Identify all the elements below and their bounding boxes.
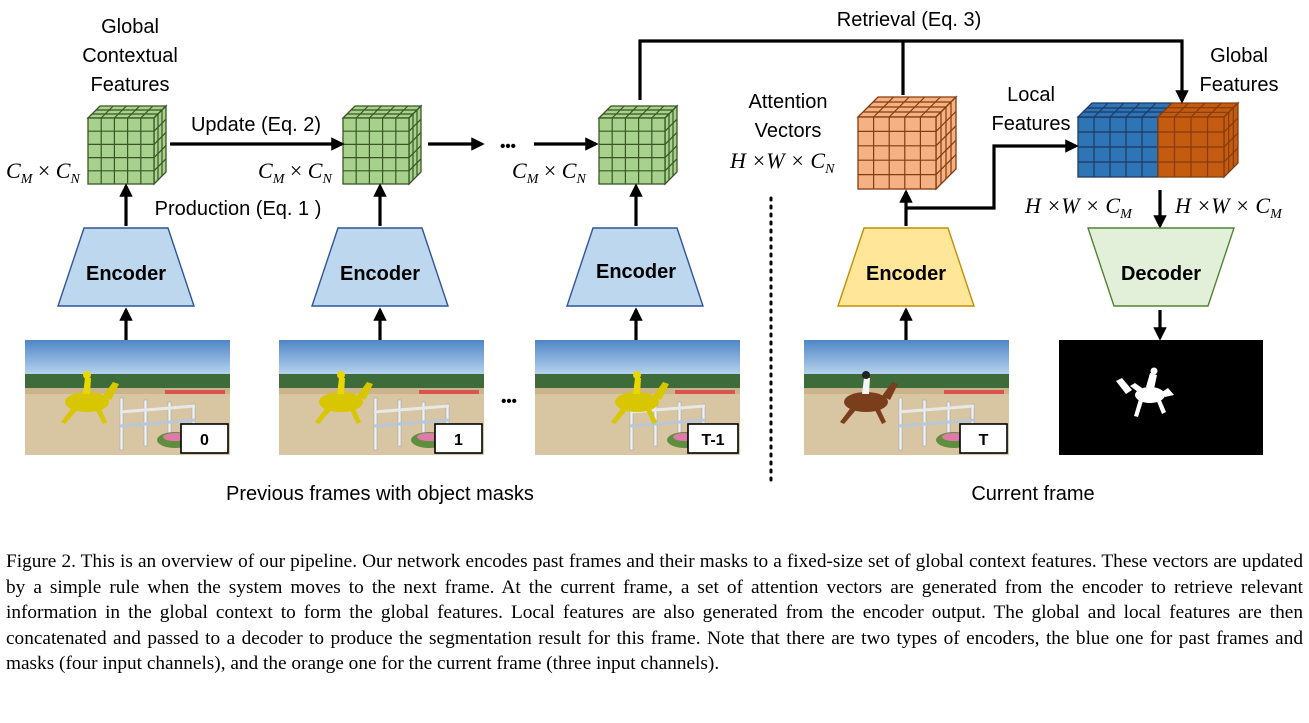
dim-hwcm-local: H ×W × CM xyxy=(1024,193,1133,222)
retrieval-arrow xyxy=(638,39,1189,104)
dim-cm-cn-t-1: CM × CN xyxy=(512,158,586,187)
context-feature-cube-1 xyxy=(341,104,423,186)
global-contextual-label-2: Contextual xyxy=(82,45,178,67)
previous-frames-label: Previous frames with object masks xyxy=(226,483,534,505)
local-features-cube xyxy=(1156,101,1240,179)
dim-cm-cn-1: CM × CN xyxy=(258,158,332,187)
frame-t: T xyxy=(804,340,1009,455)
local-features-label-1: Local xyxy=(1007,84,1055,106)
frame-1: 1 xyxy=(279,340,484,455)
svg-text:Encoder: Encoder xyxy=(866,263,946,285)
svg-text:Encoder: Encoder xyxy=(340,263,420,285)
ellipsis-top: ••• xyxy=(500,138,516,155)
dim-cm-cn-0: CM × CN xyxy=(6,158,80,187)
frame-t-1: T-1 xyxy=(535,340,740,455)
global-contextual-label-1: Global xyxy=(101,16,159,38)
context-feature-cube-0 xyxy=(86,104,168,186)
dim-hwcn: H ×W × CN xyxy=(729,148,835,177)
attention-vectors-cube xyxy=(856,95,958,191)
local-features-arrow xyxy=(906,139,1079,210)
ellipsis-bottom: ••• xyxy=(501,393,517,410)
frame-index-label: 1 xyxy=(454,432,463,449)
global-features-label-2: Features xyxy=(1200,74,1279,96)
pipeline-diagram: Global Contextual Features Update (Eq. 2… xyxy=(6,9,1283,505)
global-contextual-label-3: Features xyxy=(91,74,170,96)
production-label: Production (Eq. 1 ) xyxy=(155,198,322,220)
decoder: Decoder xyxy=(1087,227,1235,307)
update-label: Update (Eq. 2) xyxy=(191,114,321,136)
svg-text:Encoder: Encoder xyxy=(596,261,676,283)
local-features-label-2: Features xyxy=(992,113,1071,135)
figure-caption: Figure 2. This is an overview of our pip… xyxy=(6,551,1303,674)
global-features-label-1: Global xyxy=(1210,45,1268,67)
encoder-current: Encoder xyxy=(837,227,975,307)
encoder-1: Encoder xyxy=(311,227,449,307)
context-feature-cube-t-1 xyxy=(597,104,679,186)
frame-index-label: 0 xyxy=(200,432,209,449)
retrieval-label: Retrieval (Eq. 3) xyxy=(837,9,982,31)
segmentation-output xyxy=(1059,340,1263,455)
dim-hwcm-global: H ×W × CM xyxy=(1174,193,1283,222)
frame-0: 0 xyxy=(25,340,230,455)
attention-label-1: Attention xyxy=(749,91,828,113)
encoder-0: Encoder xyxy=(57,227,195,307)
encoder-t-1: Encoder xyxy=(566,227,704,307)
svg-text:Encoder: Encoder xyxy=(86,263,166,285)
svg-text:Decoder: Decoder xyxy=(1121,263,1201,285)
frame-index-label: T-1 xyxy=(701,432,724,449)
current-frame-label: Current frame xyxy=(971,483,1094,505)
frame-index-label: T xyxy=(979,432,989,449)
attention-label-2: Vectors xyxy=(755,120,822,142)
